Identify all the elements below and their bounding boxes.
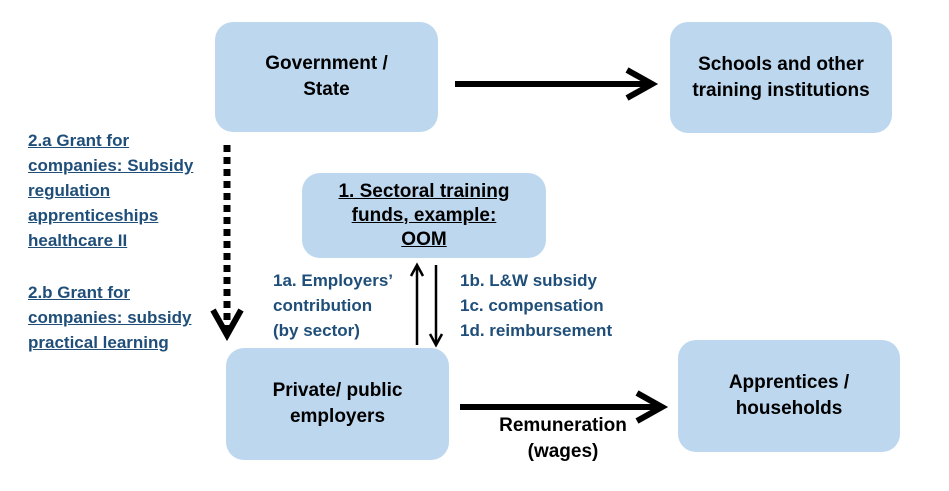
line: companies: subsidy: [28, 308, 192, 327]
grant-2b-label: 2.b Grant for companies: subsidy practic…: [28, 280, 191, 355]
line: 1a. Employers’: [273, 271, 394, 290]
grant-2a-label: 2.a Grant for companies: Subsidy regulat…: [28, 128, 193, 253]
label: training institutions: [692, 79, 870, 101]
label: funds, example:: [351, 204, 497, 226]
flow-up-label: 1a. Employers’ contribution (by sector): [273, 268, 393, 343]
line: 1b. L&W subsidy: [460, 271, 597, 290]
line: companies: Subsidy: [28, 156, 194, 175]
line: practical learning: [28, 333, 169, 352]
label: households: [735, 398, 843, 419]
line: 2.b Grant for: [28, 283, 131, 302]
line: Remuneration: [499, 415, 627, 436]
arrowhead: [210, 308, 244, 342]
wages-label: Remuneration (wages): [483, 413, 643, 465]
arrowhead: [635, 390, 669, 424]
node-schools: Schools and other training institutions: [670, 22, 892, 133]
label: State: [303, 79, 350, 100]
label: employers: [289, 406, 386, 427]
line: (by sector): [273, 321, 360, 340]
line: regulation: [28, 181, 111, 200]
label: Private/ public: [272, 380, 403, 401]
label: 1. Sectoral training: [338, 180, 510, 202]
node-employers: Private/ public employers: [226, 348, 449, 460]
label: Apprentices /: [728, 372, 850, 393]
line: (wages): [527, 441, 599, 462]
node-government: Government / State: [215, 22, 438, 132]
line: 2.a Grant for: [28, 131, 130, 150]
line: contribution: [273, 296, 373, 315]
line: 1c. compensation: [460, 296, 604, 315]
node-apprentices: Apprentices / households: [678, 340, 900, 452]
arrowhead: [409, 262, 425, 277]
arrowhead: [625, 67, 659, 101]
label: Government /: [265, 53, 388, 74]
arrowhead: [428, 333, 444, 348]
label: Schools and other: [698, 53, 864, 75]
line: healthcare II: [28, 231, 128, 250]
label: OOM: [401, 228, 447, 250]
flow-down-label: 1b. L&W subsidy 1c. compensation 1d. rei…: [460, 268, 612, 343]
line: 1d. reimbursement: [460, 321, 613, 340]
line: apprenticeships: [28, 206, 159, 225]
